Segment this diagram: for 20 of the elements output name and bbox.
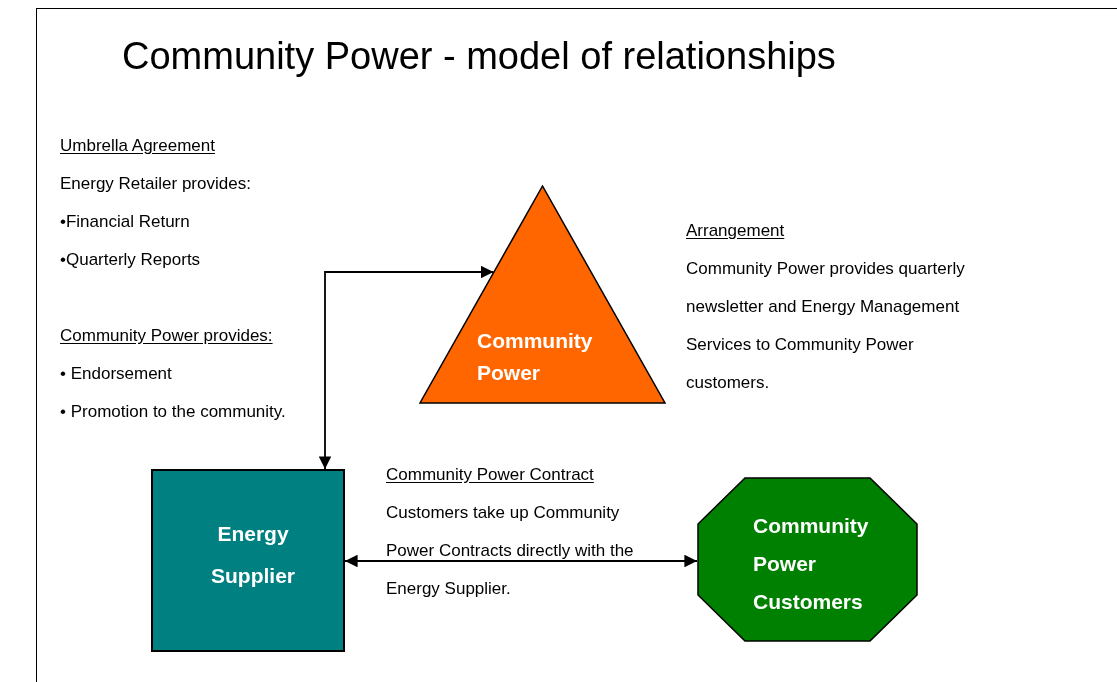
body-text: •Financial Return	[60, 211, 191, 233]
body-text: • Endorsement	[60, 363, 173, 385]
body-text: Community Power provides quarterly newsletter and Energy Management Services to Community Power customers.	[686, 258, 966, 394]
node-label: Energy Supplier	[210, 521, 296, 589]
process-box	[151, 469, 345, 652]
triangle-node	[419, 185, 666, 404]
section-heading: Community Power provides:	[60, 325, 273, 347]
node-label: Community Power Customers	[753, 513, 870, 615]
arrow	[344, 554, 698, 568]
body-text: • Promotion to the community.	[60, 401, 287, 423]
section-heading: Umbrella Agreement	[60, 135, 215, 157]
title: Community Power - model of relationships	[122, 34, 836, 79]
octagon-node	[697, 477, 918, 642]
node-label: Community Power	[477, 328, 594, 386]
body-text: Customers take up Community Power Contracts directly with the Energy Supplier.	[386, 502, 635, 600]
section-heading: Community Power Contract	[386, 464, 594, 486]
body-text: •Quarterly Reports	[60, 249, 202, 271]
body-text: Energy Retailer provides:	[60, 173, 252, 195]
arrow	[318, 265, 495, 470]
section-heading: Arrangement	[686, 220, 785, 242]
